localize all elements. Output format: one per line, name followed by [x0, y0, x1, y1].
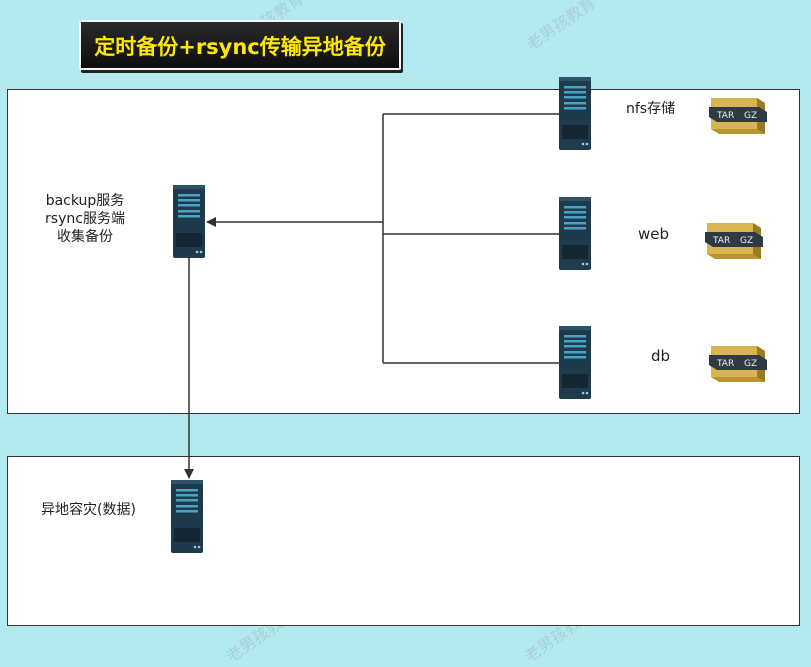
backup-node-label: backup服务 rsync服务端 收集备份 [40, 192, 130, 246]
production-environment-panel [7, 89, 800, 414]
source-label-nfs: nfs存储 [626, 101, 676, 117]
archive-gz-text: GZ [744, 111, 757, 121]
diagram-title: 定时备份+rsync传输异地备份 [94, 35, 386, 59]
tar-gz-archive-icon: TAR GZ [705, 223, 763, 259]
tar-gz-archive-icon: TAR GZ [709, 98, 767, 134]
offsite-disaster-recovery-panel [7, 456, 800, 626]
archive-gz-text: GZ [740, 236, 753, 246]
backup-node-line-1: backup服务 [45, 193, 125, 209]
source-label-db: db [651, 347, 671, 365]
nfs-server-icon [559, 77, 591, 150]
backup-node-line-2: rsync服务端 [45, 211, 125, 227]
tar-gz-archive-icon: TAR GZ [709, 346, 767, 382]
offsite-node-label: 异地容灾(数据) [41, 502, 136, 518]
db-server-icon [559, 326, 591, 399]
archive-gz-text: GZ [744, 359, 757, 369]
offsite-server-icon [171, 480, 203, 553]
web-server-icon [559, 197, 591, 270]
archive-tar-text: TAR [716, 359, 734, 369]
connector-lines [184, 113, 559, 479]
backup-server-icon [173, 185, 205, 258]
archive-tar-text: TAR [712, 236, 730, 246]
backup-node-line-3: 收集备份 [57, 229, 113, 245]
source-label-web: web [638, 225, 670, 243]
archive-tar-text: TAR [716, 111, 734, 121]
diagram-title-box: 定时备份+rsync传输异地备份 [79, 20, 401, 70]
